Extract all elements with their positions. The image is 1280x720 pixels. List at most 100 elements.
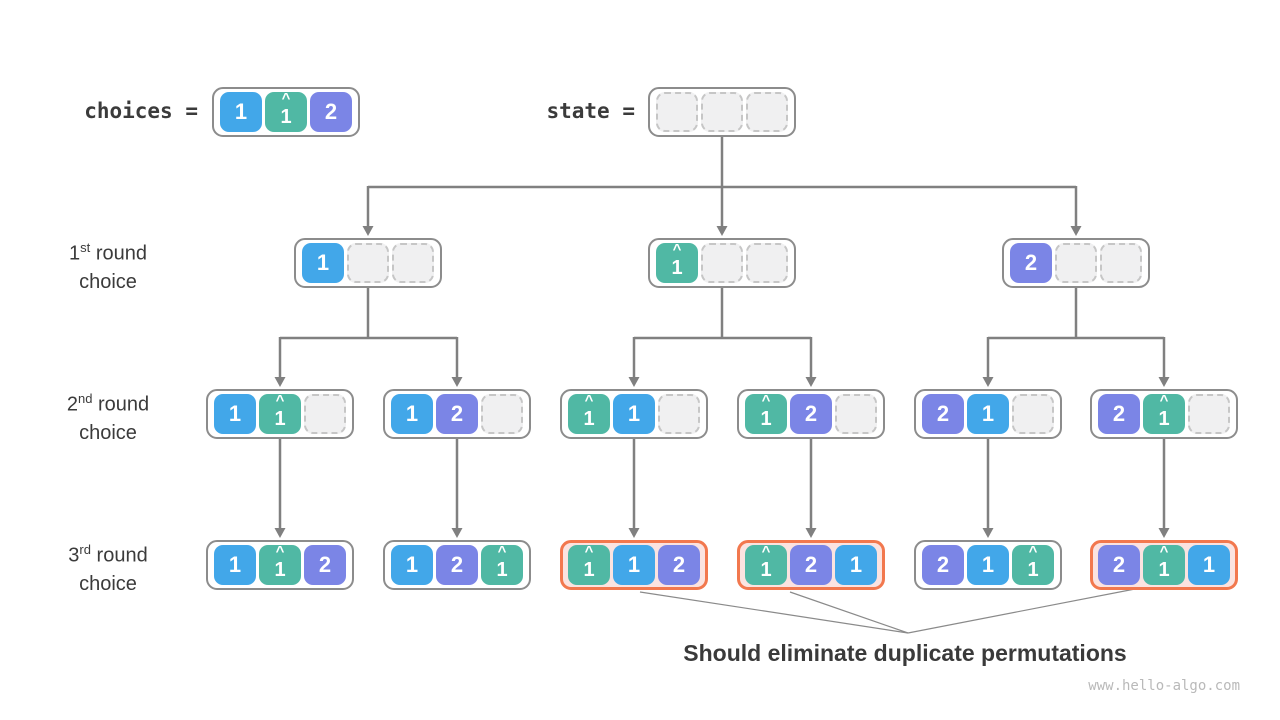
hat-mark: ^ <box>275 392 285 409</box>
empty-slot <box>701 92 743 132</box>
cell-digit: 1 <box>274 558 286 581</box>
element-cell-2: 2 <box>436 394 478 434</box>
row-label-ordinal: 1 <box>69 242 81 265</box>
choices-label: choices = <box>84 99 198 123</box>
row-label-3rd-round: 3rd round choice <box>18 536 198 598</box>
cell-digit: 1 <box>1158 407 1170 430</box>
cell-digit: 1 <box>274 407 286 430</box>
element-cell-1-hat: ^1 <box>1143 543 1185 585</box>
row-label-ordinal-suffix: nd <box>77 391 93 406</box>
empty-slot <box>304 394 346 434</box>
element-cell-2: 2 <box>790 394 832 434</box>
cell-digit: 1 <box>280 105 292 128</box>
sequence-box-level1-2: ^1 <box>648 238 796 288</box>
element-cell-1: 1 <box>967 394 1009 434</box>
element-cell-1-hat: ^1 <box>1143 392 1185 434</box>
element-cell-2: 2 <box>1098 545 1140 585</box>
sequence-box-level3-5: 2 1^1 <box>914 540 1062 590</box>
empty-slot <box>392 243 434 283</box>
row-label-line2: choice <box>79 572 137 595</box>
hat-mark: ^ <box>497 543 507 560</box>
empty-slot <box>835 394 877 434</box>
empty-slot <box>1055 243 1097 283</box>
empty-slot <box>746 92 788 132</box>
empty-slot <box>658 394 700 434</box>
empty-slot <box>347 243 389 283</box>
element-cell-1: 1 <box>214 545 256 585</box>
element-cell-1: 1 <box>835 545 877 585</box>
element-cell-1: 1 <box>1188 545 1230 585</box>
element-cell-1-hat: ^1 <box>481 543 523 585</box>
sequence-box-level2-6: 2^1 <box>1090 389 1238 439</box>
row-label-2nd-round: 2nd round choice <box>18 385 198 447</box>
empty-slot <box>656 92 698 132</box>
sequence-box-level2-1: 1^1 <box>206 389 354 439</box>
cell-digit: 1 <box>496 558 508 581</box>
cell-digit: 1 <box>583 407 595 430</box>
element-cell-1-hat: ^1 <box>568 392 610 434</box>
empty-slot <box>481 394 523 434</box>
cell-digit: 1 <box>671 256 683 279</box>
element-cell-1-hat: ^1 <box>1012 543 1054 585</box>
element-cell-2: 2 <box>658 545 700 585</box>
element-cell-2: 2 <box>436 545 478 585</box>
empty-slot <box>701 243 743 283</box>
row-label-line2: choice <box>79 421 137 444</box>
state-label: state = <box>546 99 635 123</box>
row-label-tail: round <box>90 242 147 265</box>
hat-mark: ^ <box>1028 543 1038 560</box>
watermark-text: www.hello-algo.com <box>1088 678 1240 694</box>
sequence-box-level1-1: 1 <box>294 238 442 288</box>
row-label-ordinal-suffix: st <box>80 240 91 255</box>
element-cell-1: 1 <box>220 92 262 132</box>
element-cell-1: 1 <box>613 394 655 434</box>
sequence-box-level1-3: 2 <box>1002 238 1150 288</box>
element-cell-2: 2 <box>1098 394 1140 434</box>
element-cell-1-hat: ^1 <box>745 543 787 585</box>
cell-digit: 1 <box>583 558 595 581</box>
element-cell-1-hat: ^1 <box>568 543 610 585</box>
row-label-tail: round <box>90 544 148 567</box>
cell-digit: 1 <box>760 407 772 430</box>
element-cell-1-hat: ^1 <box>259 392 301 434</box>
hat-mark: ^ <box>761 392 771 409</box>
element-cell-1: 1 <box>391 545 433 585</box>
empty-slot <box>1012 394 1054 434</box>
element-cell-2: 2 <box>304 545 346 585</box>
annotation-text: Should eliminate duplicate permutations <box>683 640 1127 666</box>
hat-mark: ^ <box>761 543 771 560</box>
cell-digit: 1 <box>1027 558 1039 581</box>
cell-digit: 1 <box>760 558 772 581</box>
empty-slot <box>1188 394 1230 434</box>
element-cell-1: 1 <box>302 243 344 283</box>
hat-mark: ^ <box>1159 543 1169 560</box>
row-label-1st-round: 1st round choice <box>18 234 198 296</box>
cell-digit: 1 <box>1158 558 1170 581</box>
element-cell-2: 2 <box>922 545 964 585</box>
hat-mark: ^ <box>584 392 594 409</box>
element-cell-1: 1 <box>613 545 655 585</box>
element-cell-1-hat: ^1 <box>656 241 698 283</box>
element-cell-1: 1 <box>391 394 433 434</box>
row-label-tail: round <box>92 393 150 416</box>
hat-mark: ^ <box>275 543 285 560</box>
element-cell-1-hat: ^1 <box>745 392 787 434</box>
row-label-line2: choice <box>79 270 137 293</box>
empty-slot <box>746 243 788 283</box>
element-cell-2: 2 <box>310 92 352 132</box>
hat-mark: ^ <box>584 543 594 560</box>
hat-mark: ^ <box>672 241 682 258</box>
hat-mark: ^ <box>1159 392 1169 409</box>
row-label-ordinal: 2 <box>66 393 78 416</box>
element-cell-2: 2 <box>1010 243 1052 283</box>
element-cell-2: 2 <box>922 394 964 434</box>
